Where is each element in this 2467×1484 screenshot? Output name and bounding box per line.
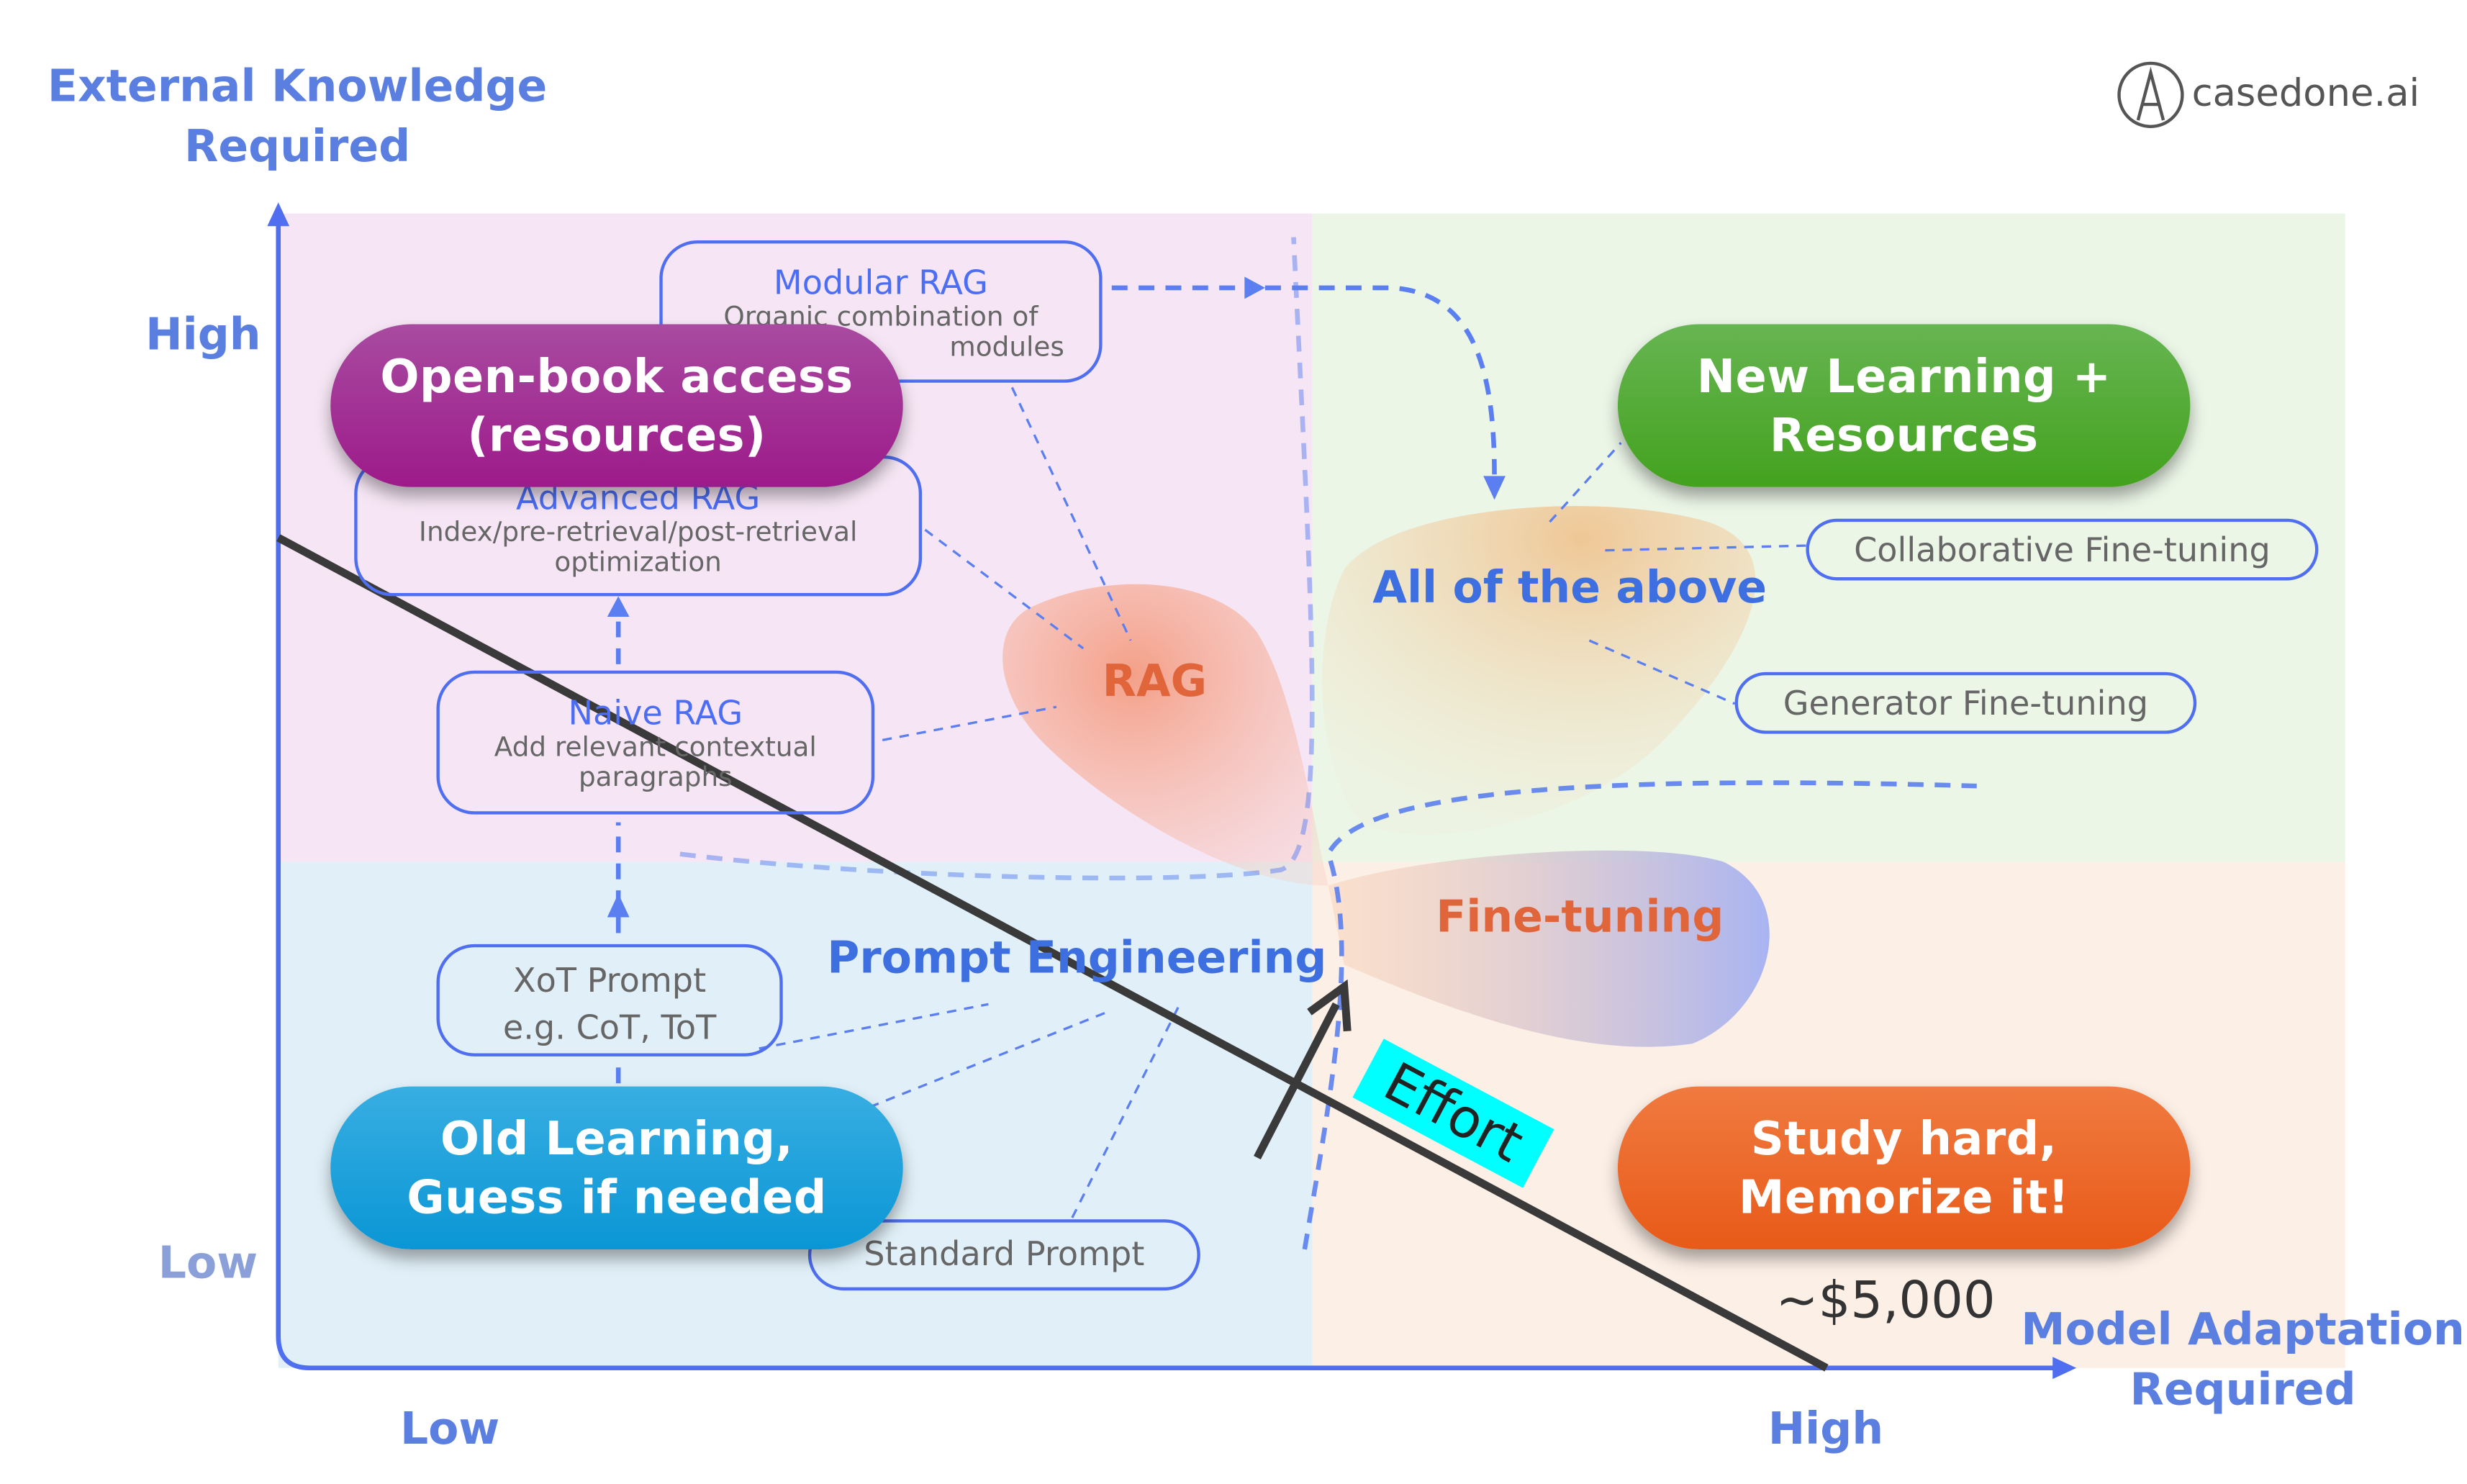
xot-prompt-box: XoT Prompt e.g. CoT, ToT (436, 944, 783, 1057)
study-hard-line2: Memorize it! (1739, 1169, 2070, 1223)
x-axis-high: High (1767, 1403, 1884, 1455)
open-book-line2: (resources) (467, 407, 766, 461)
new-learning-line2: Resources (1769, 407, 2039, 461)
prompt-region-label: Prompt Engineering (827, 931, 1327, 984)
logo-text: casedone.ai (2191, 71, 2420, 116)
modular-rag-title: Modular RAG (773, 263, 988, 302)
study-hard-line1: Study hard, (1750, 1110, 2058, 1165)
naive-rag-desc: Add relevant contextual (494, 732, 817, 764)
new-learning-line1: New Learning + (1696, 348, 2111, 403)
y-axis-title-line2: Required (184, 120, 411, 173)
old-learning-line2: Guess if needed (407, 1169, 827, 1223)
advanced-rag-desc2: optimization (554, 547, 722, 579)
x-axis-title: Model Adaptation Required (2021, 1300, 2465, 1420)
open-book-pill: Open-book access(resources) (330, 324, 903, 487)
generator-finetuning-box: Generator Fine-tuning (1734, 671, 2197, 734)
standard-prompt-box: Standard Prompt (807, 1219, 1200, 1291)
rag-blob (1002, 584, 1328, 886)
old-learning-line1: Old Learning, (440, 1110, 794, 1165)
finetuning-region-label: Fine-tuning (1436, 890, 1724, 943)
axes (276, 221, 2056, 1371)
collaborative-finetuning-box: Collaborative Fine-tuning (1806, 518, 2319, 581)
naive-rag-title: Naive RAG (568, 694, 743, 733)
effort-arrow-head-icon (1307, 979, 1352, 1032)
all-region-label: All of the above (1372, 561, 1767, 614)
xot-prompt-examples: e.g. CoT, ToT (502, 1008, 717, 1047)
logo-icon (2117, 61, 2184, 128)
modular-rag-desc2: modules (949, 332, 1064, 364)
effort-divider-line (276, 534, 1829, 1372)
rag-region-label: RAG (1102, 654, 1208, 707)
x-axis-low: Low (399, 1403, 500, 1455)
cost-label: ~$5,000 (1775, 1270, 1996, 1331)
old-learning-pill: Old Learning,Guess if needed (330, 1086, 903, 1249)
open-book-line1: Open-book access (380, 348, 854, 403)
x-axis-arrow-icon (2052, 1357, 2077, 1380)
y-axis-low: Low (158, 1236, 258, 1289)
naive-rag-desc2: paragraphs (578, 762, 733, 795)
y-axis-title: External Knowledge Required (47, 57, 547, 177)
arrow-heads (607, 276, 1506, 918)
y-axis-high: High (145, 308, 261, 361)
y-axis-title-line1: External Knowledge (47, 60, 548, 113)
connector-lines (759, 386, 1806, 1218)
advanced-rag-desc: Index/pre-retrieval/post-retrieval (418, 517, 858, 549)
y-axis-arrow-icon (267, 202, 290, 227)
effort-arrow (1254, 1002, 1340, 1160)
xot-prompt-title: XoT Prompt (512, 962, 707, 1000)
x-axis-title-line1: Model Adaptation (2021, 1303, 2465, 1356)
study-hard-pill: Study hard,Memorize it! (1617, 1086, 2191, 1249)
new-learning-pill: New Learning +Resources (1617, 324, 2191, 487)
finetuning-blob (1328, 850, 1770, 1047)
x-axis-title-line2: Required (2129, 1363, 2356, 1416)
all-blob (1322, 506, 1756, 835)
naive-rag-box: Naive RAG Add relevant contextual paragr… (436, 670, 875, 815)
